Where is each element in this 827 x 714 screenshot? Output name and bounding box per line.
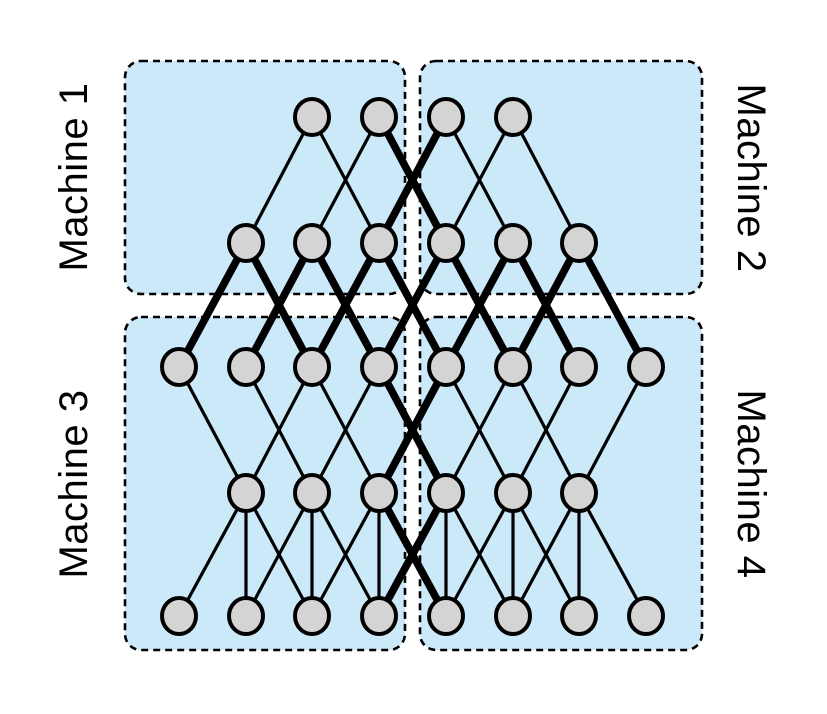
neuron-node [293,347,331,387]
local-edge [244,366,314,494]
local-edge [244,116,314,244]
neuron-node [227,223,265,263]
neuron-node [427,347,465,387]
local-edge [511,116,581,244]
cross-machine-edge [442,241,517,369]
local-edge [444,366,515,494]
cross-machine-edge [375,115,450,245]
neuron-node [494,347,532,387]
local-edge [444,492,515,617]
neuron-node [494,97,532,137]
neuron-node [227,596,265,636]
local-edge [444,116,515,244]
cross-machine-edge [308,241,383,369]
cross-machine-edge [575,241,650,369]
neuron-node [293,97,331,137]
neuron-node [293,473,331,513]
cross-machine-edge [375,241,450,369]
neuron-node [293,596,331,636]
neuron-node [360,223,398,263]
local-edge [244,492,314,617]
network-nodes [160,97,665,636]
local-edge [511,366,581,494]
neuron-node [560,473,598,513]
neuron-node [560,223,598,263]
cross-machine-edge [375,491,450,618]
machine-2-label: Machine 2 [729,83,773,272]
local-edge [310,116,381,244]
machine-4-box [418,315,704,652]
cross-machine-edge [509,241,583,369]
machine-2-box [418,59,704,296]
machine-4-label: Machine 4 [729,389,773,578]
neuron-node [494,596,532,636]
neuron-node [160,347,198,387]
local-edge [177,492,248,617]
neuron-node [160,596,198,636]
cross-machine-edge [375,365,450,495]
neuron-node [360,347,398,387]
local-edge [511,492,581,617]
neuron-node [427,596,465,636]
network-edges [175,115,650,618]
neuron-node [427,473,465,513]
machine-boxes [123,59,704,652]
local-edge [310,492,381,617]
neuron-node [360,596,398,636]
machine-1-box [123,59,407,296]
local-edge [577,366,648,494]
neuron-node [494,223,532,263]
neuron-node [627,596,665,636]
local-edge [177,366,248,494]
neuron-node [360,473,398,513]
machine-1-label: Machine 1 [52,82,96,271]
neuron-node [227,473,265,513]
machine-3-label: Machine 3 [52,389,96,578]
neuron-node [560,596,598,636]
neuron-node [560,347,598,387]
neuron-node [360,97,398,137]
cross-machine-edge [242,241,316,369]
neuron-node [227,347,265,387]
neuron-node [427,97,465,137]
neuron-node [494,473,532,513]
neuron-node [293,223,331,263]
cross-machine-edge [175,241,250,369]
local-edge [577,492,648,617]
neuron-node [627,347,665,387]
neuron-node [427,223,465,263]
local-edge [310,366,381,494]
